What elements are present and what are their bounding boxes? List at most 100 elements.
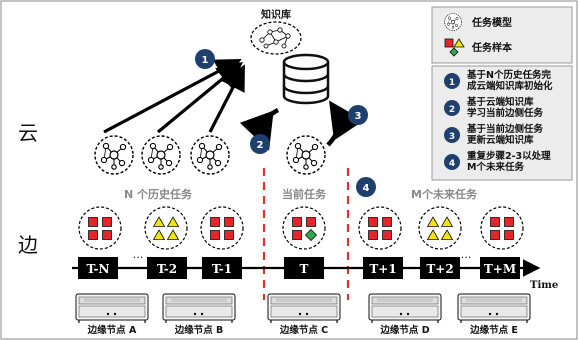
- task-sample-group: [144, 206, 188, 250]
- edge-node-label-e: 边缘节点 E: [469, 324, 518, 336]
- red-sample-square: [306, 217, 316, 227]
- red-sample-square: [382, 230, 392, 240]
- task-sample-group: [418, 206, 462, 250]
- yellow-sample-triangle: [440, 229, 454, 240]
- task-sample-groups: [78, 206, 524, 250]
- yellow-sample-triangle: [426, 229, 440, 240]
- yellow-sample-triangle: [166, 216, 180, 227]
- timeline-block: T-2: [147, 257, 187, 279]
- time-label: Time: [530, 280, 558, 291]
- red-sample-square: [368, 217, 378, 227]
- red-sample-square: [504, 217, 514, 227]
- knowledge-graph-icon: [250, 21, 302, 55]
- legend-step-number: 1: [449, 78, 455, 88]
- timeline-block-label: T+2: [426, 262, 453, 276]
- legend-task-sample: 任务样本: [471, 41, 513, 54]
- server-icon: [75, 293, 149, 324]
- task-sample-group: [282, 206, 326, 250]
- green-sample-diamond: [304, 228, 318, 242]
- step-badge-2: 2: [250, 134, 270, 154]
- task-model-icon: [141, 135, 181, 175]
- timeline-block: T-1: [202, 257, 242, 279]
- edge-node-label-b: 边缘节点 B: [174, 324, 224, 336]
- yellow-sample-triangle: [166, 229, 180, 240]
- timeline-block-label: T-N: [87, 262, 110, 276]
- svg-text:2: 2: [257, 140, 264, 151]
- task-model-icon: [190, 135, 230, 175]
- server-icon: [267, 293, 341, 324]
- timeline-block-label: T-2: [157, 262, 177, 276]
- task-sample-group: [480, 206, 524, 250]
- timeline-block: T+2: [420, 257, 460, 279]
- legend-step-text: 基于N个历史任务完: [466, 69, 551, 81]
- ellipsis-right: ...: [461, 248, 472, 261]
- legend-step-number: 4: [449, 159, 455, 169]
- current-task-label: 当前任务: [282, 187, 327, 201]
- future-tasks-label: M个未来任务: [411, 187, 478, 201]
- legend-step-text: M个未来任务: [467, 161, 524, 173]
- red-sample-square: [368, 230, 378, 240]
- red-sample-square: [490, 217, 500, 227]
- timeline-block-label: T+1: [369, 262, 396, 276]
- red-sample-square: [210, 230, 220, 240]
- legend-step-text: 学习当前边侧任务: [467, 107, 544, 119]
- task-model-icon: [94, 135, 134, 175]
- history-to-kb-arrows: [103, 59, 245, 134]
- timeline-block: T+M: [480, 257, 520, 279]
- timeline-block: T-N: [78, 257, 118, 279]
- legend-task-model: 任务模型: [471, 16, 512, 29]
- red-sample-square: [210, 217, 220, 227]
- yellow-sample-triangle: [440, 216, 454, 227]
- red-sample-square: [504, 230, 514, 240]
- task-model-legend-icon: [444, 13, 462, 31]
- legend-step-text: 基于当前边侧任务: [466, 123, 544, 135]
- task-sample-legend-icon: [444, 38, 465, 57]
- timeline-block: T+1: [363, 257, 403, 279]
- task-sample-group: [200, 206, 244, 250]
- red-sample-square: [224, 217, 234, 227]
- timeline-block: T: [284, 257, 324, 279]
- legend-step-text: 更新云端知识库: [467, 134, 534, 146]
- server-icon: [162, 293, 236, 324]
- edge-node-label-a: 边缘节点 A: [87, 324, 137, 336]
- legend-step-number: 2: [449, 105, 455, 115]
- edge-node-label-c: 边缘节点 C: [279, 324, 328, 336]
- history-tasks-label: N 个历史任务: [124, 187, 193, 201]
- red-sample-square: [292, 217, 302, 227]
- legend-step-text: 成云端知识库初始化: [467, 80, 553, 92]
- edge-label: 边: [18, 233, 38, 257]
- svg-text:3: 3: [355, 111, 362, 122]
- step-badge-4: 4: [356, 177, 376, 197]
- database-icon: [282, 53, 330, 105]
- red-sample-square: [292, 230, 302, 240]
- cloud-label: 云: [18, 121, 38, 145]
- step-badge-3: 3: [348, 105, 368, 125]
- red-sample-square: [88, 217, 98, 227]
- timeline-block-label: T+M: [484, 262, 516, 276]
- task-sample-group: [78, 206, 122, 250]
- red-sample-square: [224, 230, 234, 240]
- server-icon: [368, 293, 442, 324]
- legend-step-text: 重复步骤2-3以处理: [467, 150, 551, 162]
- legend-step-number: 3: [449, 132, 455, 142]
- ellipsis-left: ...: [133, 248, 144, 261]
- edge-node-label-d: 边缘节点 D: [379, 324, 429, 336]
- red-sample-square: [102, 230, 112, 240]
- task-sample-group: [358, 206, 402, 250]
- svg-text:1: 1: [202, 55, 209, 66]
- knowledge-base-label: 知识库: [260, 8, 291, 21]
- red-sample-square: [88, 230, 98, 240]
- step-badge-1: 1: [195, 49, 215, 69]
- red-sample-square: [382, 217, 392, 227]
- server-icon: [457, 293, 531, 324]
- yellow-sample-triangle: [152, 229, 166, 240]
- timeline-block-label: T: [300, 262, 309, 276]
- timeline-block-label: T-1: [212, 262, 232, 276]
